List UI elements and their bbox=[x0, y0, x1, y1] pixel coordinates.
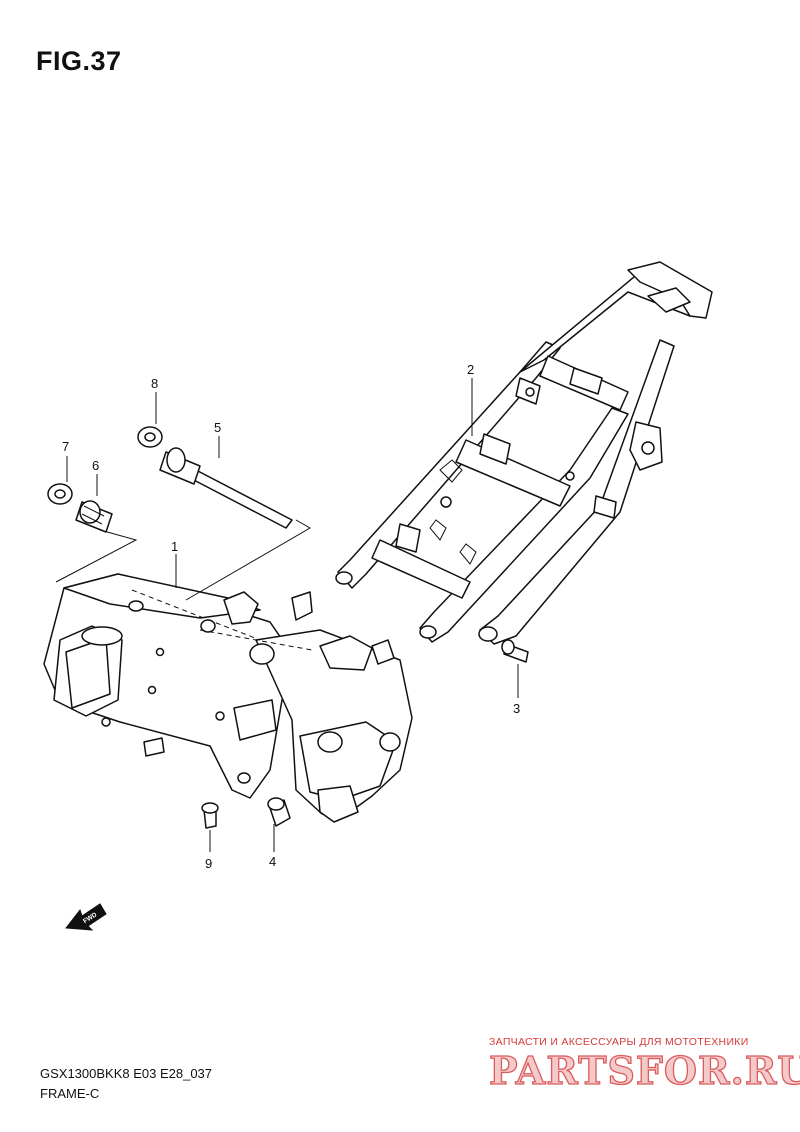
lock-nut-part[interactable] bbox=[137, 426, 163, 448]
callout-5: 5 bbox=[214, 420, 221, 435]
callout-labels: 1 2 3 4 5 6 7 8 9 bbox=[62, 362, 520, 871]
watermark-logo: PARTSFOR.RU bbox=[488, 1047, 800, 1093]
mount-axis-line bbox=[199, 629, 313, 651]
assembly-guide-line bbox=[55, 529, 138, 583]
flange-bolt-part[interactable] bbox=[201, 802, 219, 829]
lock-nut-part[interactable] bbox=[47, 483, 73, 505]
callout-6: 6 bbox=[92, 458, 99, 473]
callout-9: 9 bbox=[205, 856, 212, 871]
engine-mount-bolt-part[interactable] bbox=[159, 447, 293, 529]
watermark-tagline: ЗАПЧАСТИ И АКСЕССУАРЫ ДЛЯ МОТОТЕХНИКИ bbox=[489, 1036, 749, 1048]
callout-2: 2 bbox=[467, 362, 474, 377]
diagram-name: FRAME-C bbox=[40, 1086, 100, 1101]
callout-4: 4 bbox=[269, 854, 276, 869]
leader-lines bbox=[66, 378, 519, 852]
assembly-guide-line bbox=[185, 519, 312, 601]
callout-8: 8 bbox=[151, 376, 158, 391]
spacer-collar-part[interactable] bbox=[267, 797, 291, 827]
forward-direction-arrow: FWD bbox=[65, 903, 107, 931]
main-frame-part[interactable] bbox=[43, 573, 413, 823]
callout-7: 7 bbox=[62, 439, 69, 454]
adjuster-bolt-part[interactable] bbox=[75, 500, 113, 533]
figure-title: FIG.37 bbox=[36, 46, 122, 76]
callout-1: 1 bbox=[171, 539, 178, 554]
mount-axis-line bbox=[131, 589, 261, 641]
callout-3: 3 bbox=[513, 701, 520, 716]
rear-subframe-part[interactable] bbox=[335, 261, 713, 645]
flange-bolt-part[interactable] bbox=[501, 639, 529, 663]
model-code: GSX1300BKK8 E03 E28_037 bbox=[40, 1066, 213, 1081]
